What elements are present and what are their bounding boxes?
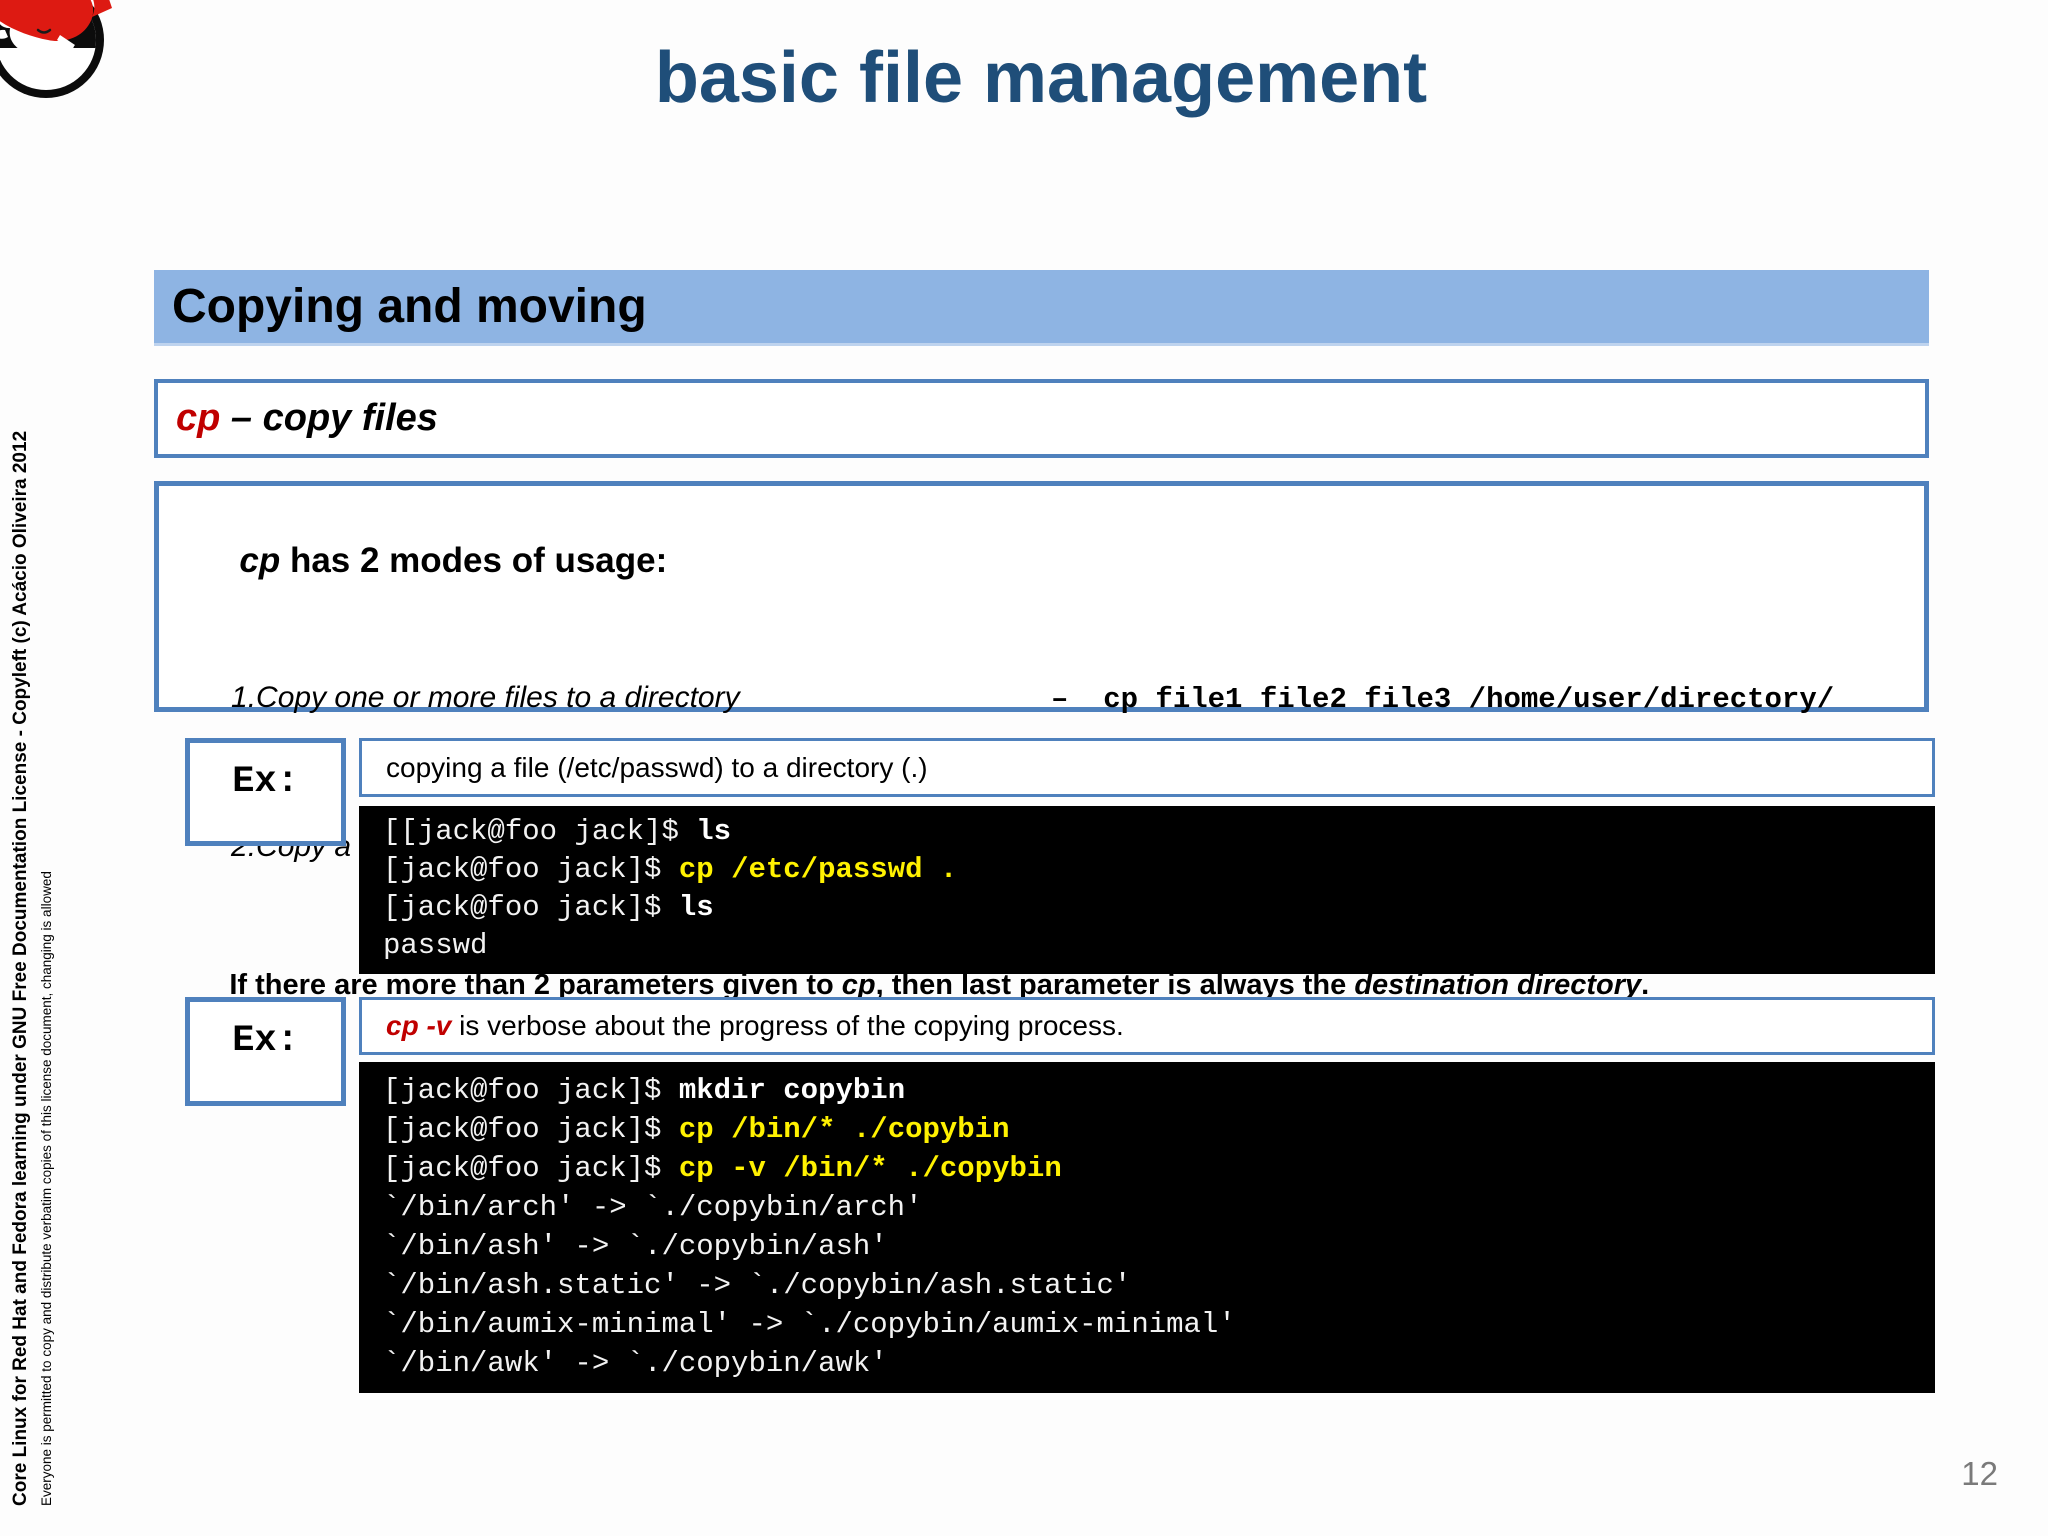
terminal-line: [jack@foo jack]$ ls (383, 889, 1935, 927)
example-1-label-box: Ex: (185, 738, 346, 846)
redhat-logo (0, 0, 112, 98)
command-text: ls (678, 891, 714, 924)
output-text: `/bin/ash' -> `./copybin/ash' (383, 1230, 888, 1263)
terminal-line: `/bin/aumix-minimal' -> `./copybin/aumix… (383, 1305, 1935, 1344)
example-1-terminal: [[jack@foo jack]$ ls [jack@foo jack]$ cp… (359, 806, 1935, 974)
note-text: If there are more than 2 parameters give… (229, 969, 842, 1001)
note-cp: cp (841, 969, 876, 1001)
terminal-line: passwd (383, 927, 1935, 965)
terminal-line: [[jack@foo jack]$ ls (383, 813, 1935, 851)
command-text: mkdir copybin (678, 1074, 906, 1107)
usage-heading-rest: has 2 modes of usage: (280, 541, 668, 580)
terminal-line: [jack@foo jack]$ cp /bin/* ./copybin (383, 1110, 1935, 1149)
example-2-label: Ex: (232, 1020, 299, 1062)
note-text: , then last parameter is always the (875, 969, 1355, 1001)
output-text: `/bin/arch' -> `./copybin/arch' (383, 1191, 923, 1224)
usage-mode-1: 1.Copy one or more files to a directory –… (181, 624, 1904, 773)
terminal-line: [jack@foo jack]$ mkdir copybin (383, 1071, 1935, 1110)
usage-heading: cp has 2 modes of usage: (181, 498, 1904, 624)
terminal-line: [jack@foo jack]$ cp -v /bin/* ./copybin (383, 1149, 1935, 1188)
output-text: passwd (383, 929, 488, 962)
usage-heading-command: cp (239, 541, 281, 580)
terminal-line: `/bin/ash.static' -> `./copybin/ash.stat… (383, 1266, 1935, 1305)
usage-box: cp has 2 modes of usage: 1.Copy one or m… (154, 481, 1929, 1001)
command-name: cp (176, 397, 221, 439)
example-1-label: Ex: (232, 761, 299, 803)
usage-note: If there are more than 2 parameters give… (181, 936, 1904, 1035)
section-header-bar: Copying and moving (154, 270, 1929, 346)
example-1-description: copying a file (/etc/passwd) to a direct… (386, 751, 928, 783)
example-2-description-box: cp -v is verbose about the progress of t… (359, 997, 1935, 1055)
output-text: `/bin/aumix-minimal' -> `./copybin/aumix… (383, 1308, 1236, 1341)
example-2-label-box: Ex: (185, 997, 346, 1106)
prompt-text: [jack@foo jack]$ (383, 891, 679, 924)
command-text: cp /bin/* ./copybin (678, 1113, 1010, 1146)
command-text: ls (696, 815, 732, 848)
red-fedora (0, 0, 94, 41)
note-text: . (1641, 969, 1650, 1001)
terminal-line: `/bin/ash' -> `./copybin/ash' (383, 1227, 1935, 1266)
mode-1-text: 1.Copy one or more files to a directory (231, 681, 740, 714)
terminal-line: `/bin/awk' -> `./copybin/awk' (383, 1344, 1935, 1383)
prompt-text: [jack@foo jack]$ (383, 1152, 679, 1185)
output-text: `/bin/awk' -> `./copybin/awk' (383, 1347, 888, 1380)
license-line-primary: Core Linux for Red Hat and Fedora learni… (10, 430, 31, 1506)
note-emphasis: destination directory (1354, 969, 1642, 1001)
example-2-description: is verbose about the progress of the cop… (451, 1010, 1124, 1041)
command-text: cp -v /bin/* ./copybin (678, 1152, 1062, 1185)
license-line-secondary: Everyone is permitted to copy and distri… (39, 871, 54, 1506)
prompt-text: [jack@foo jack]$ (383, 1113, 679, 1146)
terminal-line: [jack@foo jack]$ cp /etc/passwd . (383, 851, 1935, 889)
mode-1-code: – cp file1 file2 file3 /home/user/direct… (1051, 683, 1835, 716)
example-2-terminal: [jack@foo jack]$ mkdir copybin [jack@foo… (359, 1062, 1935, 1393)
example-1-description-box: copying a file (/etc/passwd) to a direct… (359, 738, 1935, 797)
prompt-text: [jack@foo jack]$ (383, 1074, 679, 1107)
prompt-text: [jack@foo jack]$ (383, 853, 679, 886)
output-text: `/bin/ash.static' -> `./copybin/ash.stat… (383, 1269, 1132, 1302)
prompt-text: [[jack@foo jack]$ (383, 815, 697, 848)
terminal-line: `/bin/arch' -> `./copybin/arch' (383, 1188, 1935, 1227)
page-title: basic file management (654, 38, 1428, 118)
section-header-label: Copying and moving (172, 280, 647, 333)
license-sidebar: Core Linux for Red Hat and Fedora learni… (10, 431, 54, 1506)
page-number: 12 (1961, 1455, 1998, 1492)
command-text: cp /etc/passwd . (678, 853, 958, 886)
command-summary-box: cp – copy files (154, 379, 1929, 458)
example-2-command: cp -v (386, 1010, 452, 1041)
command-name-description: – copy files (220, 397, 438, 439)
